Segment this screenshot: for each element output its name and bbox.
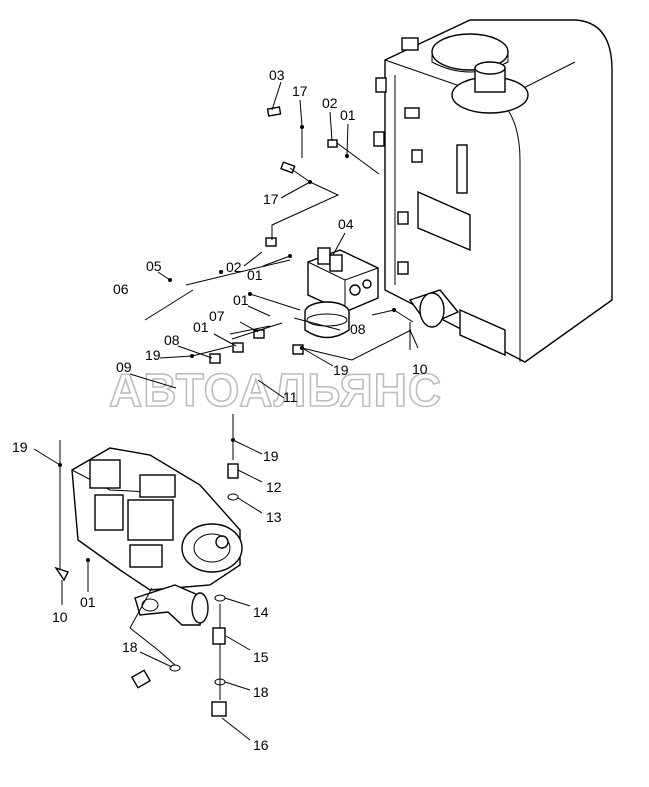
fittings bbox=[144, 139, 338, 686]
callout-14: 14 bbox=[253, 604, 269, 620]
callout-07: 07 bbox=[209, 308, 225, 324]
callout-03: 03 bbox=[269, 67, 285, 83]
callout-01: 01 bbox=[340, 107, 356, 123]
hydraulic-pump bbox=[71, 447, 243, 626]
callout-10-right: 10 bbox=[412, 361, 428, 377]
callout-02-mid: 02 bbox=[226, 259, 242, 275]
hoses bbox=[54, 106, 299, 755]
watermark: АВТОАЛЬЯНС bbox=[109, 364, 442, 416]
callout-02: 02 bbox=[322, 95, 338, 111]
callout-17: 17 bbox=[292, 83, 308, 99]
callout-12: 12 bbox=[266, 479, 282, 495]
callout-01-mid: 01 bbox=[247, 267, 263, 283]
callout-13: 13 bbox=[266, 509, 282, 525]
callout-08-left: 08 bbox=[164, 332, 180, 348]
hydraulic-tank bbox=[373, 19, 613, 363]
callout-16: 16 bbox=[253, 737, 269, 753]
callout-18-left: 18 bbox=[122, 639, 138, 655]
callouts: 03 17 02 01 17 04 05 02 01 06 01 07 0 bbox=[12, 67, 428, 753]
callout-09: 09 bbox=[116, 359, 132, 375]
callout-04: 04 bbox=[338, 216, 354, 232]
callout-17-lower: 17 bbox=[263, 191, 279, 207]
callout-01-tank: 08 bbox=[350, 321, 366, 337]
callout-19-right: 19 bbox=[263, 448, 279, 464]
callout-01-left: 01 bbox=[80, 594, 96, 610]
leader-lines bbox=[129, 127, 414, 700]
callout-01-right: 01 bbox=[233, 292, 249, 308]
valve-block bbox=[304, 247, 379, 339]
callout-19-upper: 19 bbox=[145, 347, 161, 363]
callout-15: 15 bbox=[253, 649, 269, 665]
callout-08-right: 01 bbox=[193, 319, 209, 335]
callout-11: 11 bbox=[283, 389, 298, 405]
callout-19-left: 19 bbox=[12, 439, 28, 455]
callout-10-left: 10 bbox=[52, 609, 68, 625]
callout-19-center: 19 bbox=[333, 362, 349, 378]
callout-06: 06 bbox=[113, 281, 129, 297]
callout-18-right: 18 bbox=[253, 684, 269, 700]
callout-05: 05 bbox=[146, 258, 162, 274]
